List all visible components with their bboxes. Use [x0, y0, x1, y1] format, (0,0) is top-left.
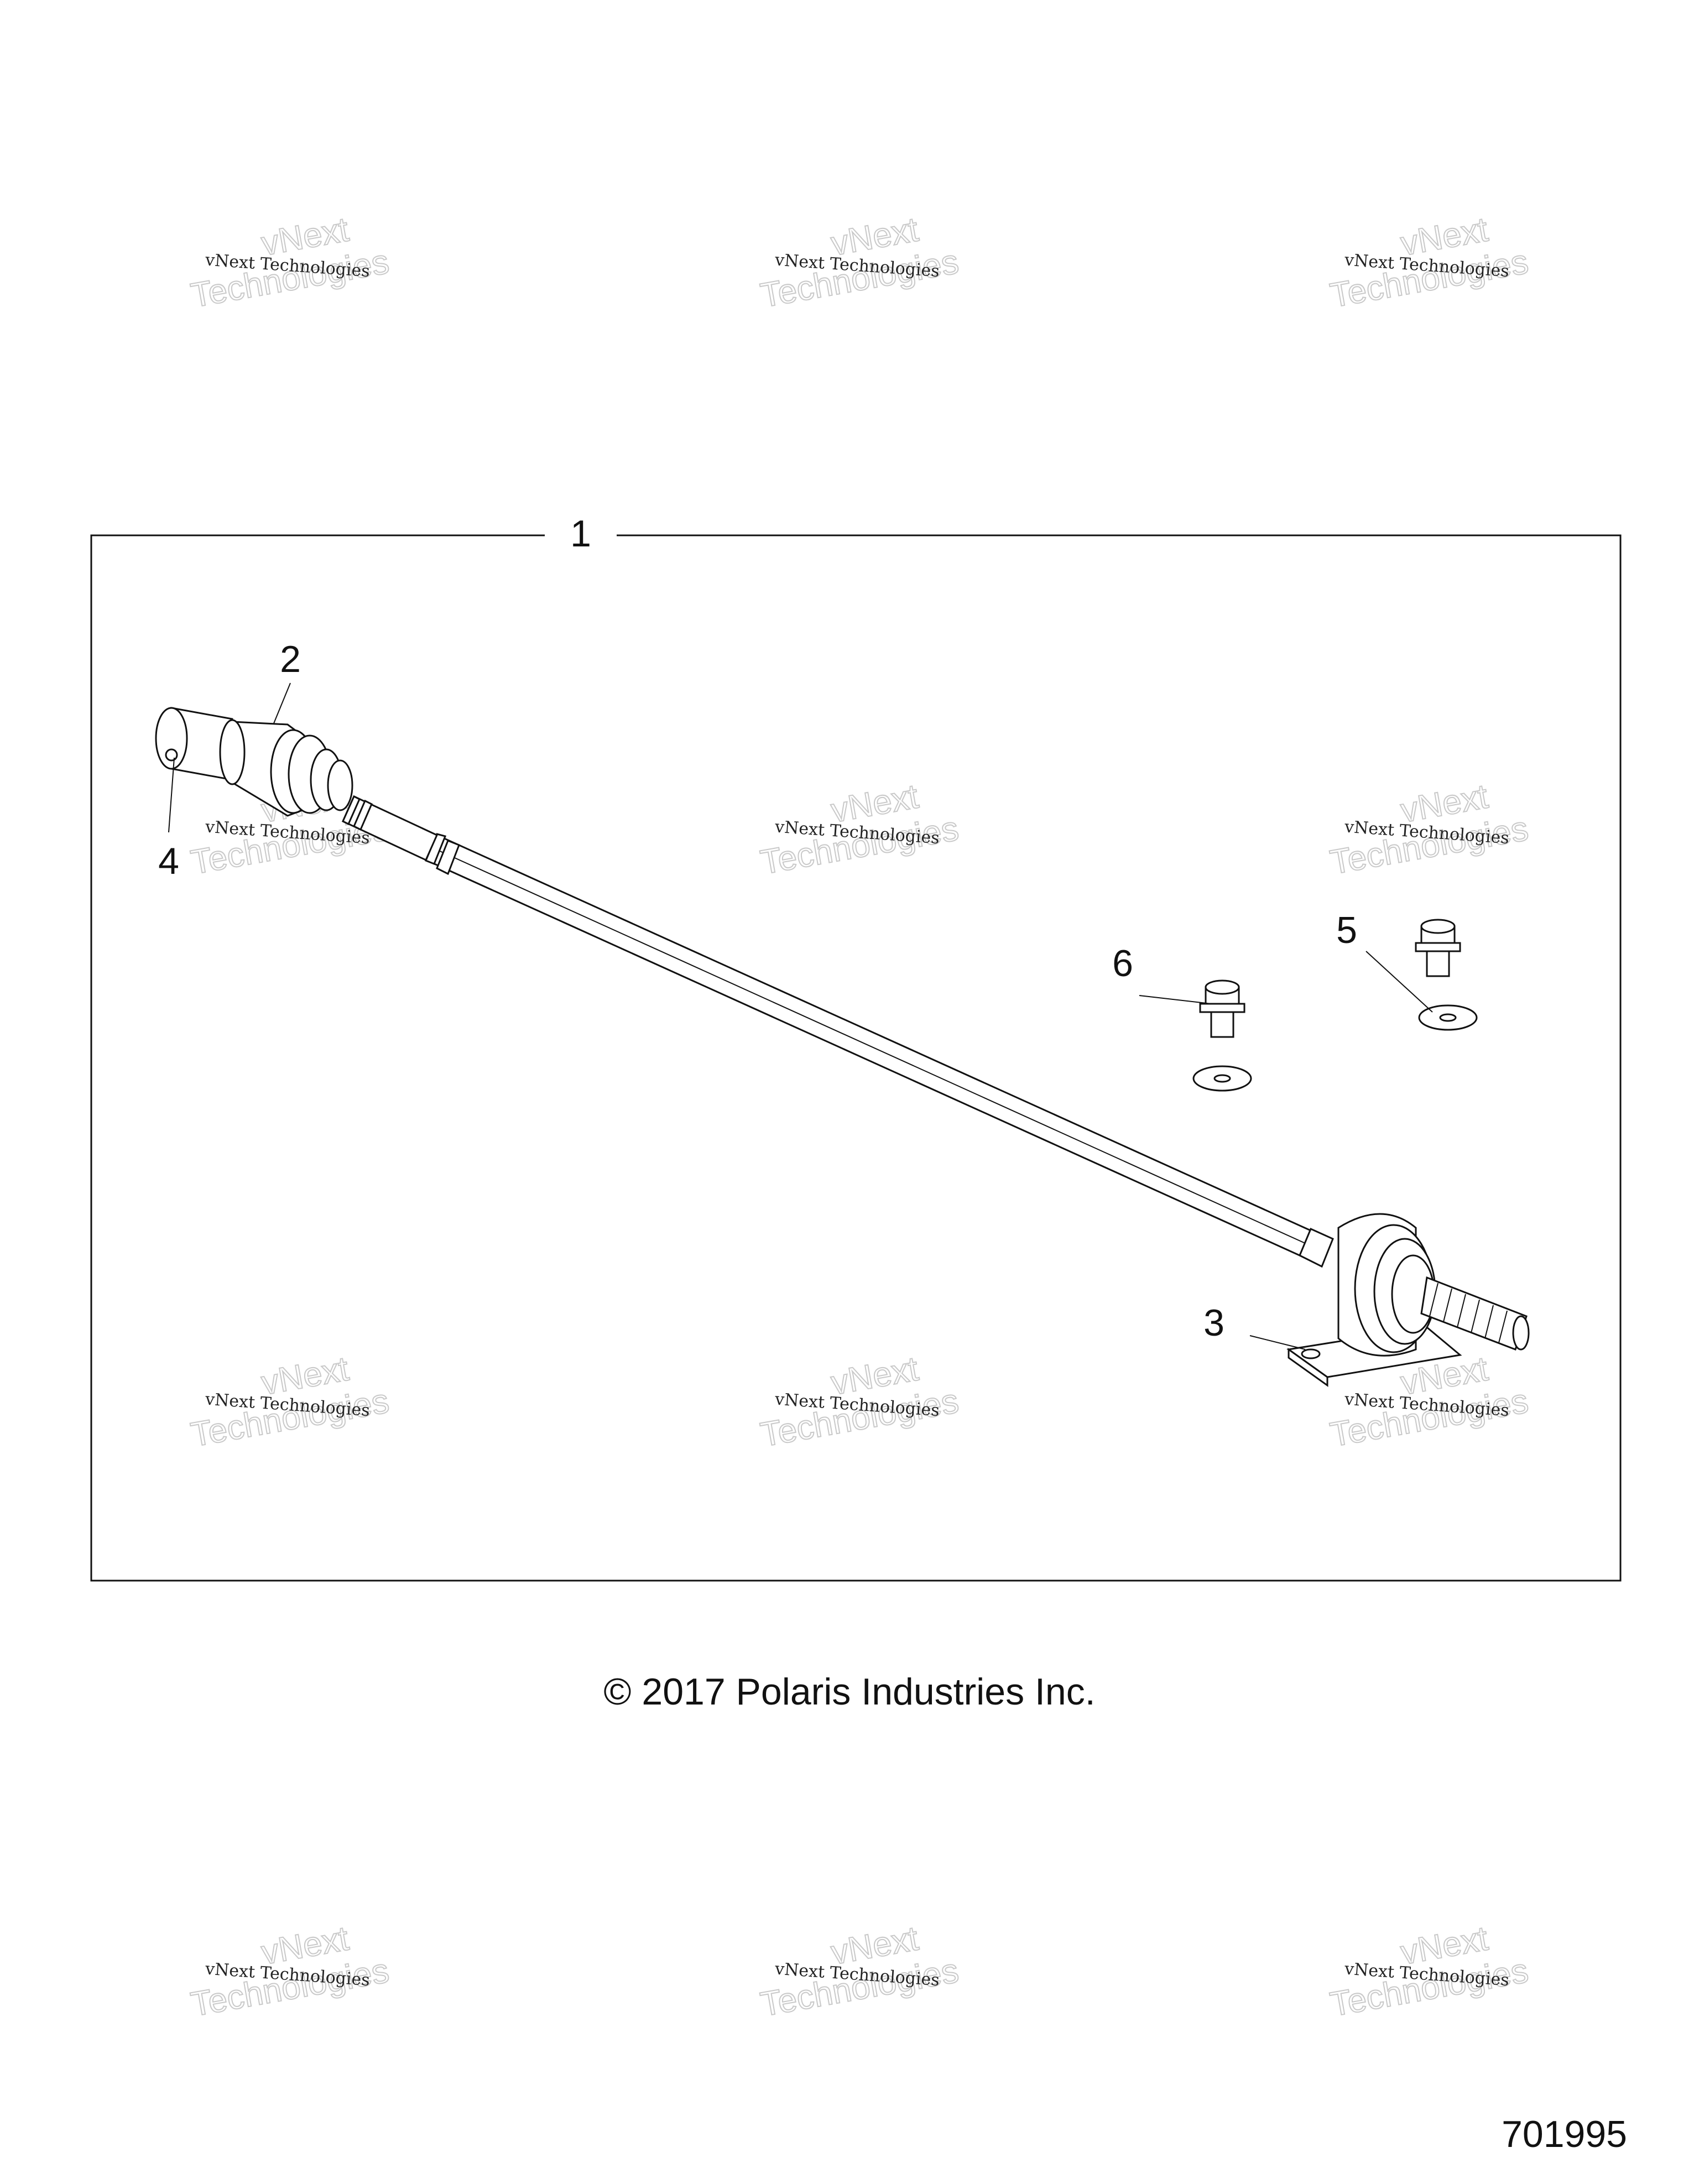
callout-4[interactable]: 4: [158, 840, 179, 882]
bolt-washer-5: [1415, 919, 1478, 1031]
cv-joint: [155, 707, 353, 817]
callout-6[interactable]: 6: [1112, 942, 1133, 984]
callout-3[interactable]: 3: [1203, 1302, 1224, 1344]
callout-2[interactable]: 2: [280, 638, 301, 680]
drive-shaft: [342, 795, 1334, 1268]
copyright-notice: © 2017 Polaris Industries Inc.: [603, 1671, 1096, 1713]
bolt-washer-6: [1192, 979, 1252, 1092]
leader-lines: [168, 682, 1433, 1350]
callout-5[interactable]: 5: [1336, 909, 1357, 951]
callout-1[interactable]: 1: [570, 513, 591, 555]
bearing-carrier: [1286, 1213, 1530, 1387]
drawing-number: 701995: [1502, 2113, 1627, 2155]
assembly-frame: [90, 534, 1622, 1582]
